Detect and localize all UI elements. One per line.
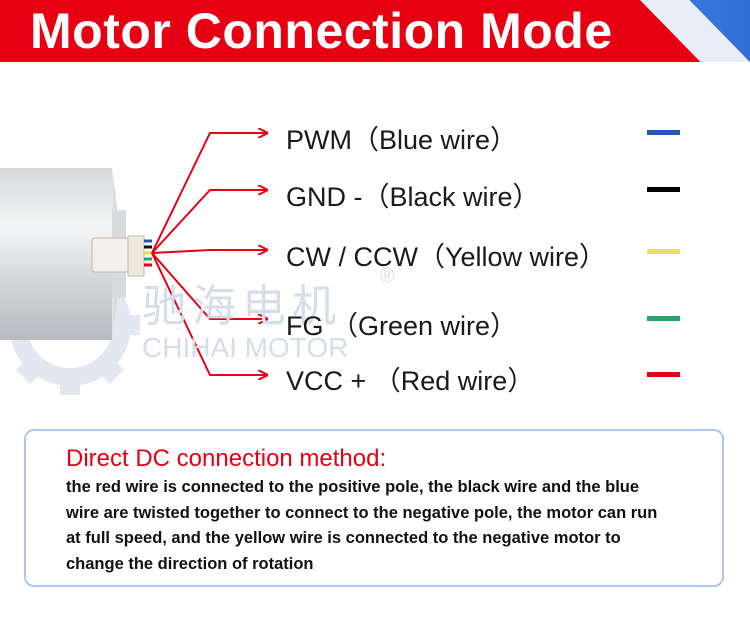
wire-label-gnd: GND -（Black wire）	[286, 182, 540, 212]
watermark-chinese: 驰海电机	[142, 282, 342, 331]
arrow-fg	[151, 252, 266, 319]
wire-label-fg: FG （Green wire）	[286, 311, 518, 341]
watermark-registered: ®	[380, 265, 395, 287]
wire-label-pwm: PWM（Blue wire）	[286, 125, 518, 155]
swatch-green	[647, 316, 680, 321]
wire-connector	[91, 235, 152, 277]
arrow-pwm	[151, 133, 266, 254]
info-body: the red wire is connected to the positiv…	[66, 478, 658, 573]
swatch-blue	[647, 130, 680, 135]
title-banner: Motor Connection Mode	[0, 0, 750, 62]
page-title: Motor Connection Mode	[30, 3, 613, 59]
info-title: Direct DC connection method:	[66, 445, 387, 472]
swatch-yellow	[647, 249, 680, 254]
wiring-diagram	[0, 0, 750, 395]
wire-label-vcc: VCC + （Red wire）	[286, 366, 535, 396]
arrow-vcc	[151, 252, 266, 375]
arrow-cw-ccw	[151, 250, 266, 253]
swatch-red	[647, 372, 680, 377]
wire-label-cw-ccw: CW / CCW（Yellow wire）	[286, 242, 607, 272]
connection-arrows	[151, 133, 266, 375]
arrow-gnd	[151, 190, 266, 254]
info-box: Direct DC connection method: the red wir…	[24, 429, 724, 587]
swatch-black	[647, 187, 680, 192]
watermark-english: CHIHAI MOTOR	[142, 332, 349, 363]
motor-body	[0, 168, 126, 340]
